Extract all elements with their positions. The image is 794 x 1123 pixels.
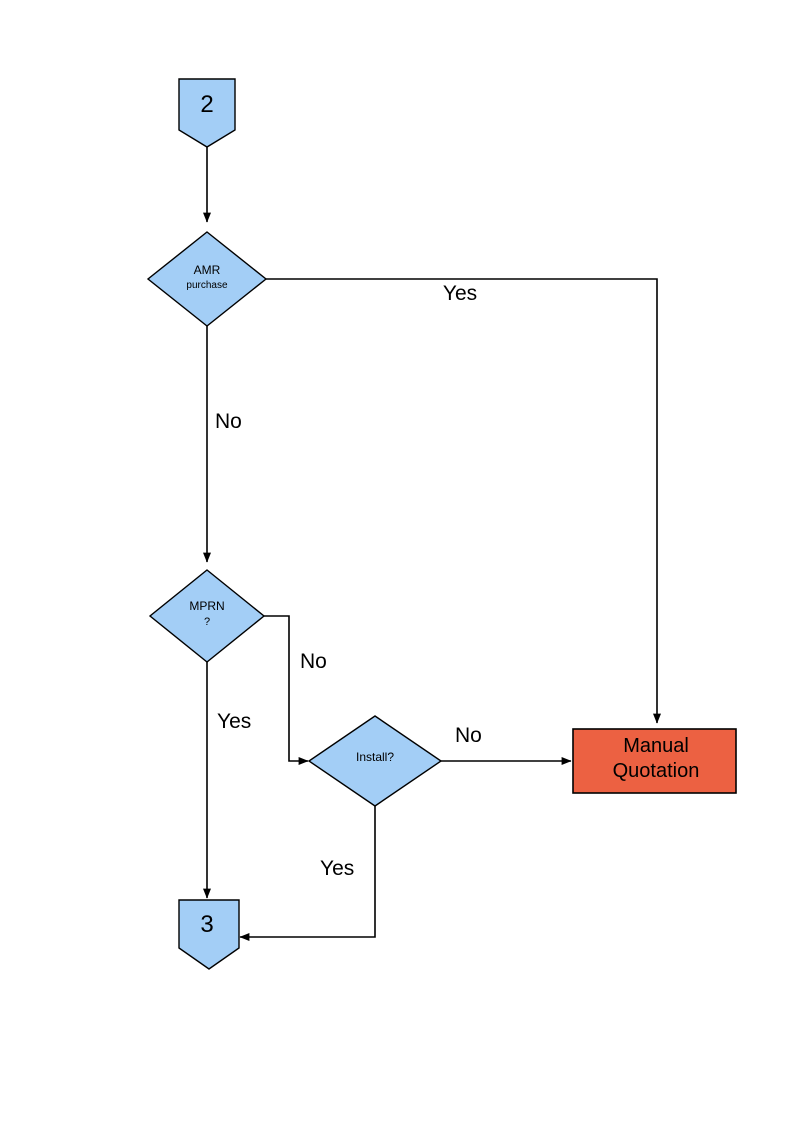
edge-label-install-no: No xyxy=(455,724,482,747)
edge-mprn-no xyxy=(264,615,309,765)
node-amr-purchase[interactable] xyxy=(146,231,268,327)
edge-label-mprn-no: No xyxy=(300,650,327,673)
edge-label-amr-yes: Yes xyxy=(442,282,478,305)
edge-amr-yes xyxy=(266,278,661,724)
node-install[interactable] xyxy=(307,715,443,807)
edge-label-mprn-yes: Yes xyxy=(217,710,252,733)
node-mprn[interactable] xyxy=(148,569,266,663)
edge-label-install-yes: Yes xyxy=(320,857,355,880)
node-manual-quotation[interactable] xyxy=(572,728,737,794)
edge-install-yes xyxy=(239,806,376,941)
node-connector-2[interactable] xyxy=(178,78,236,148)
node-connector-3[interactable] xyxy=(178,899,240,970)
edge-label-amr-no: No xyxy=(215,410,242,433)
